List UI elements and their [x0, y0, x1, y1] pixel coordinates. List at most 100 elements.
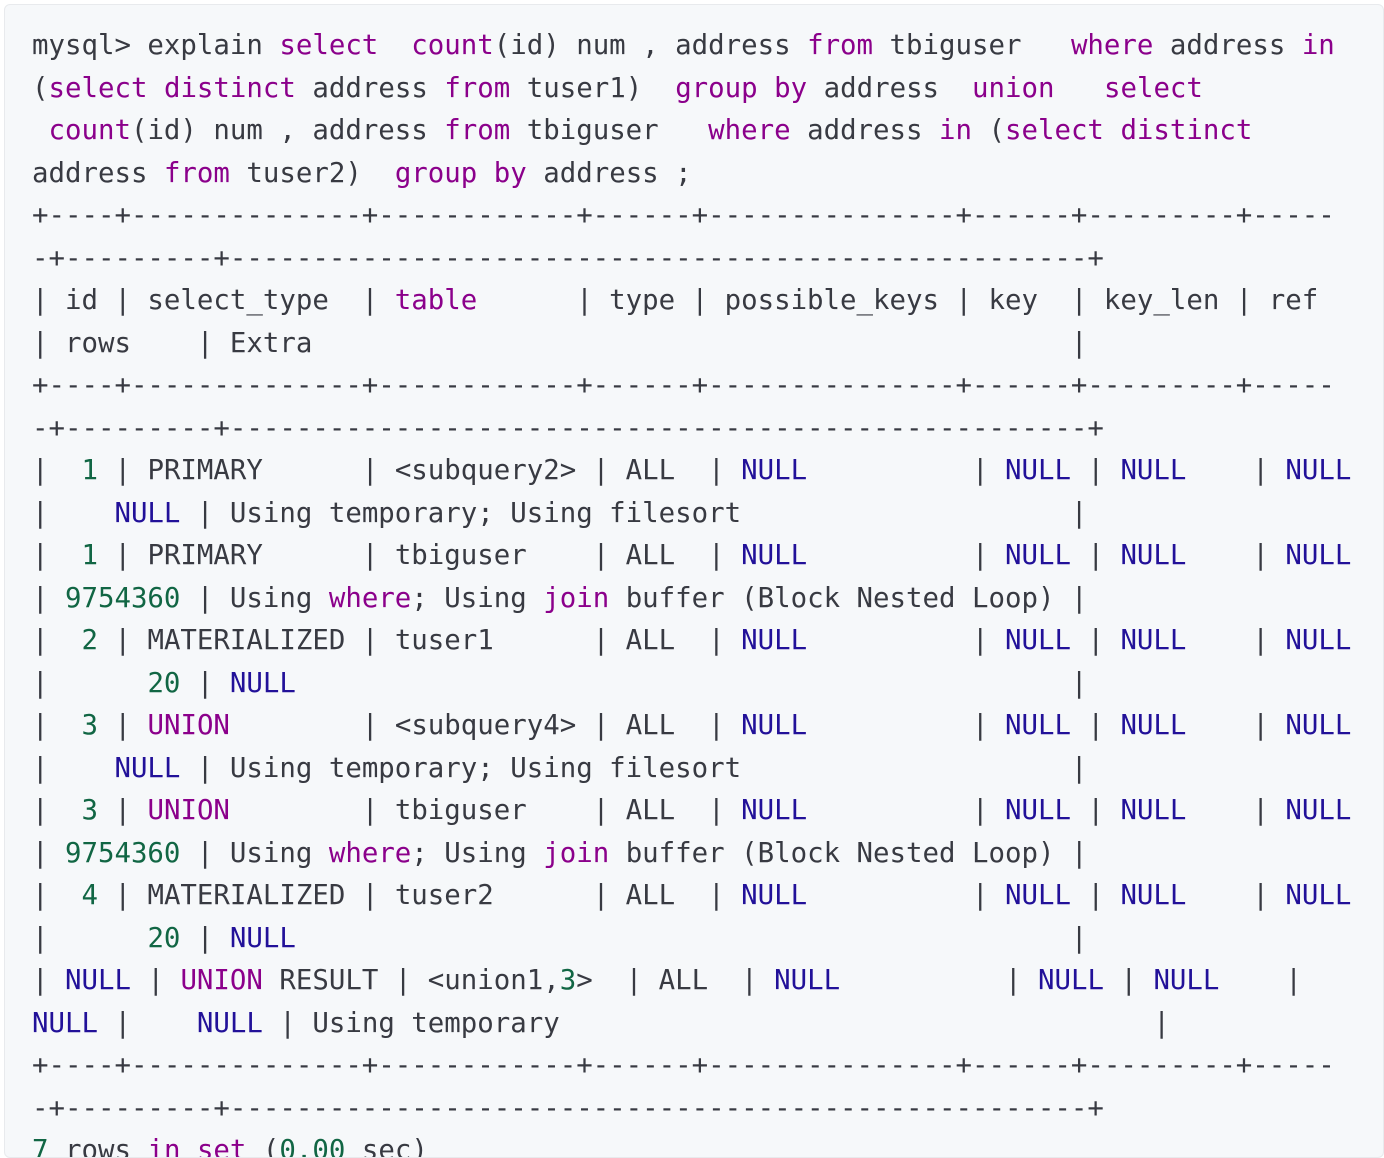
code-text-token: rows: [48, 1135, 148, 1158]
null-literal: NULL: [1153, 965, 1220, 996]
code-text-token: [147, 73, 164, 104]
code-text-token: | id | select_type |: [32, 285, 395, 316]
code-line: address from tuser2) group by address ;: [32, 158, 692, 189]
number-literal: 9754360: [64, 582, 181, 614]
code-line: | rows | Extra |: [32, 328, 1087, 359]
code-text-token: address: [790, 115, 940, 146]
code-text-token: |: [1186, 795, 1286, 826]
code-line: | NULL | Using temporary; Using filesort…: [32, 753, 1087, 784]
code-text-token: address: [807, 72, 973, 104]
code-text-token: |: [1186, 625, 1286, 656]
number-literal: 9754360: [64, 837, 181, 869]
code-text-token: RESULT | <union1,: [262, 965, 560, 996]
code-line: | 9754360 | Using where; Using join buff…: [32, 838, 1087, 869]
code-text-token: address: [32, 157, 164, 189]
sql-keyword: in: [939, 115, 972, 146]
sql-keyword: count: [411, 30, 494, 61]
code-text-token: [1104, 115, 1121, 146]
sql-keyword: UNION: [180, 965, 263, 996]
sql-keyword: UNION: [147, 710, 230, 741]
code-text-token: +----+--------------+------------+------…: [32, 1050, 1335, 1081]
null-literal: NULL: [1004, 455, 1071, 486]
code-line: | 1 | PRIMARY | <subquery2> | ALL | NULL…: [32, 455, 1351, 486]
number-literal: 1: [81, 455, 98, 486]
sql-keyword: join: [543, 582, 610, 614]
code-text-token: |: [32, 710, 82, 741]
code-text-token: |: [32, 837, 65, 869]
code-text-token: tbiguser: [510, 115, 709, 146]
sql-keyword: select: [1004, 115, 1104, 146]
sql-keyword: select: [1103, 72, 1203, 104]
sql-keyword: count: [48, 115, 131, 146]
code-text-token: |: [1070, 625, 1121, 656]
code-text-token: [180, 1135, 197, 1157]
sql-keyword: UNION: [147, 795, 230, 826]
sql-keyword: select: [279, 30, 379, 61]
code-text-token: |: [32, 752, 115, 784]
sql-keyword: where: [328, 837, 412, 869]
code-text-token: |: [32, 540, 82, 571]
code-line: | 1 | PRIMARY | tbiguser | ALL | NULL | …: [32, 540, 1351, 571]
code-text-token: |: [97, 795, 148, 826]
code-text-token: address ;: [526, 157, 692, 189]
number-literal: 7: [32, 1135, 49, 1158]
sql-keyword: from: [444, 72, 511, 104]
code-text-token: (id) num , address: [130, 115, 445, 146]
code-text-token: |: [807, 880, 1005, 911]
code-text-token: |: [32, 582, 65, 614]
code-line: | id | select_type | table | type | poss…: [32, 285, 1318, 316]
code-text-token: | Using: [180, 582, 329, 614]
null-literal: NULL: [1120, 710, 1187, 741]
code-text-token: [1054, 73, 1103, 104]
number-literal: 3: [81, 710, 98, 741]
code-line: | 9754360 | Using where; Using join buff…: [32, 583, 1087, 614]
null-literal: NULL: [114, 497, 181, 529]
code-text-token: buffer (Block Nested Loop) |: [609, 582, 1088, 614]
code-text-token: tuser2): [229, 157, 395, 189]
null-literal: NULL: [229, 667, 296, 699]
sql-keyword: by: [493, 157, 527, 189]
code-line: | NULL | Using temporary; Using filesort…: [32, 498, 1087, 529]
code-text-token: |: [1186, 880, 1286, 911]
null-literal: NULL: [114, 752, 181, 784]
code-line: (select distinct address from tuser1) gr…: [32, 73, 1203, 104]
code-line: | 3 | UNION | tbiguser | ALL | NULL | NU…: [32, 795, 1351, 826]
code-line: | 20 | NULL |: [32, 668, 1087, 699]
sql-keyword: distinct: [163, 72, 296, 104]
null-literal: NULL: [1285, 795, 1352, 826]
code-text-token: |: [1070, 710, 1121, 741]
sql-keyword: table: [394, 285, 478, 316]
code-text-token: | MATERIALIZED | tuser1 | ALL |: [97, 625, 742, 656]
number-literal: 0.00: [279, 1135, 346, 1158]
code-text-token: | <subquery4> | ALL |: [229, 710, 742, 741]
code-line: -+---------+----------------------------…: [32, 413, 1104, 444]
null-literal: NULL: [1120, 455, 1187, 486]
code-line: | 4 | MATERIALIZED | tuser2 | ALL | NULL…: [32, 880, 1351, 911]
code-text-token: |: [32, 880, 82, 911]
code-text-token: | MATERIALIZED | tuser2 | ALL |: [97, 880, 742, 911]
code-text-token: |: [130, 965, 181, 996]
sql-keyword: in: [147, 1135, 181, 1158]
sql-keyword: union: [972, 72, 1055, 104]
code-line: -+---------+----------------------------…: [32, 243, 1104, 274]
null-literal: NULL: [1037, 965, 1104, 996]
code-text-token: |: [1186, 540, 1286, 571]
code-line: | 20 | NULL |: [32, 923, 1087, 954]
code-line: -+---------+----------------------------…: [32, 1093, 1104, 1124]
number-literal: 3: [559, 965, 577, 996]
code-text-token: -+---------+----------------------------…: [32, 412, 1104, 444]
code-text-token: | PRIMARY | tbiguser | ALL |: [97, 540, 742, 571]
code-text-token: (: [972, 115, 1005, 146]
code-text-token: [758, 73, 775, 104]
sql-keyword: group: [394, 157, 478, 189]
code-text-token: (: [32, 72, 49, 104]
code-text-token: mysql> explain: [32, 30, 280, 61]
null-literal: NULL: [1285, 625, 1352, 656]
code-text-token: (: [246, 1135, 280, 1158]
code-text-token: tbiguser: [873, 30, 1071, 61]
sql-keyword: join: [543, 837, 610, 869]
null-literal: NULL: [64, 965, 131, 996]
null-literal: NULL: [1004, 540, 1071, 571]
sql-keyword: from: [807, 30, 874, 61]
code-text-token: |: [1070, 455, 1121, 486]
